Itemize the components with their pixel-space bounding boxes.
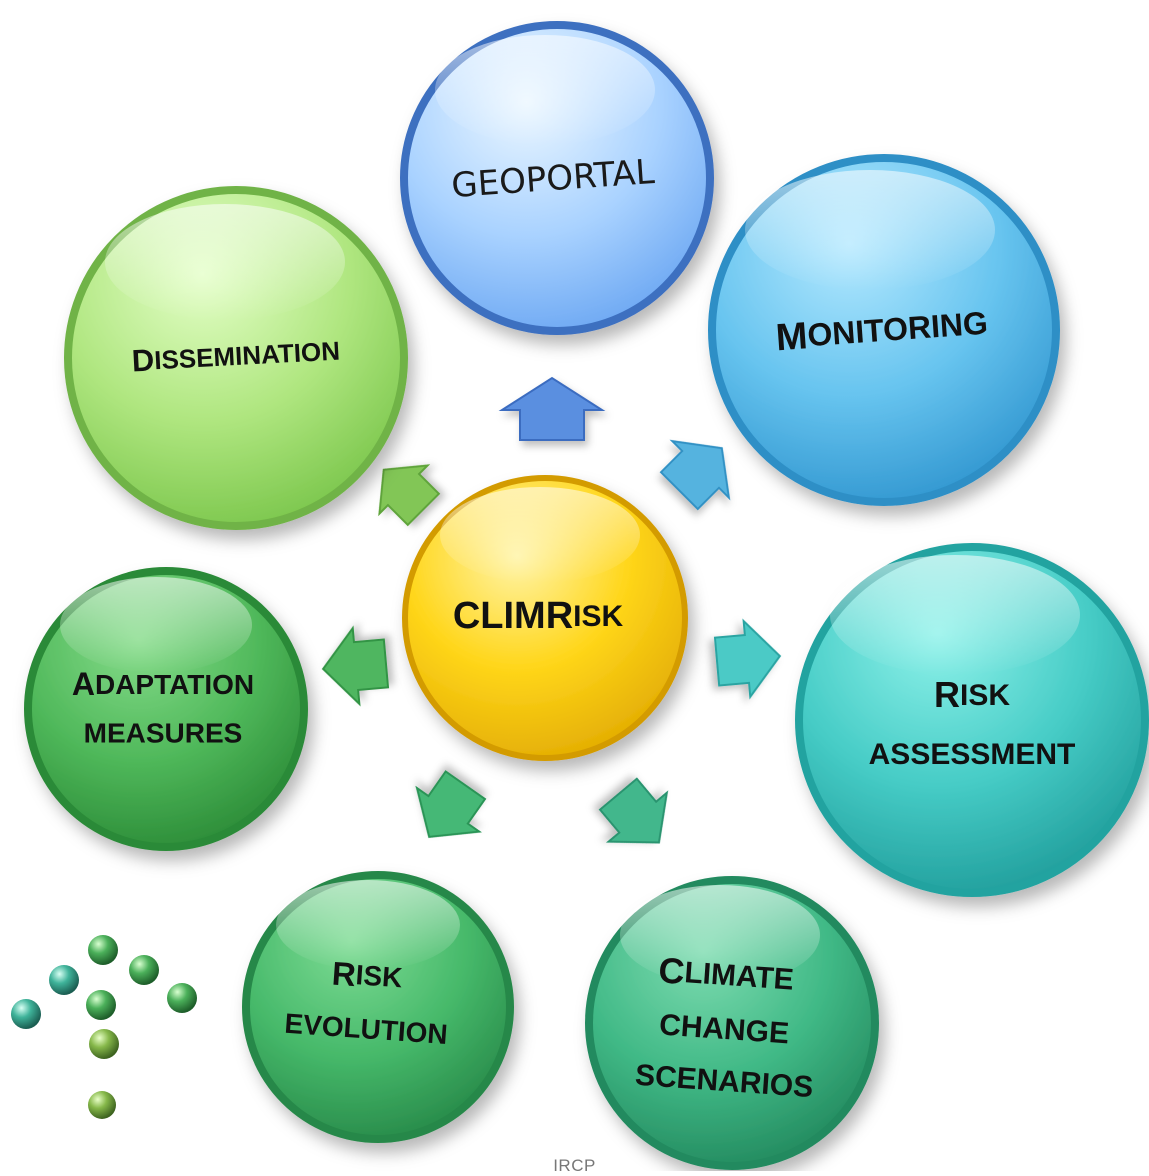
node-center-climrisk[interactable] bbox=[402, 475, 688, 761]
arrow-to-adaptation bbox=[321, 625, 390, 707]
node-climate-change[interactable] bbox=[585, 876, 879, 1170]
node-geoportal[interactable] bbox=[400, 21, 714, 335]
node-monitoring[interactable] bbox=[708, 154, 1060, 506]
arrow-to-dissemination bbox=[378, 464, 441, 527]
node-adaptation[interactable] bbox=[24, 567, 308, 851]
node-dissemination[interactable] bbox=[64, 186, 408, 530]
node-risk-assessment[interactable] bbox=[795, 543, 1149, 897]
node-risk-evolution[interactable] bbox=[242, 871, 514, 1143]
decorative-beads bbox=[11, 935, 197, 1119]
arrow-to-risk-evolution bbox=[415, 770, 487, 838]
climate-change-label-line1: CLIMATE bbox=[657, 949, 795, 999]
arrow-to-geoportal bbox=[498, 376, 606, 441]
risk-evolution-label-line1: RISK bbox=[331, 954, 404, 996]
arrow-to-climate-change bbox=[598, 777, 669, 844]
adaptation-label-line2: MEASURES bbox=[84, 717, 243, 748]
arrow-to-monitoring bbox=[659, 439, 731, 511]
arrows bbox=[321, 376, 782, 844]
risk-assessment-label-line1: RISK bbox=[934, 674, 1010, 715]
center-label: CLIMRISK bbox=[453, 595, 624, 637]
footer-credit: IRCP bbox=[553, 1156, 596, 1175]
adaptation-label-line1: ADAPTATION bbox=[72, 666, 254, 702]
risk-assessment-label-line2: ASSESSMENT bbox=[869, 738, 1076, 771]
arrow-to-risk-assessment bbox=[713, 618, 782, 700]
